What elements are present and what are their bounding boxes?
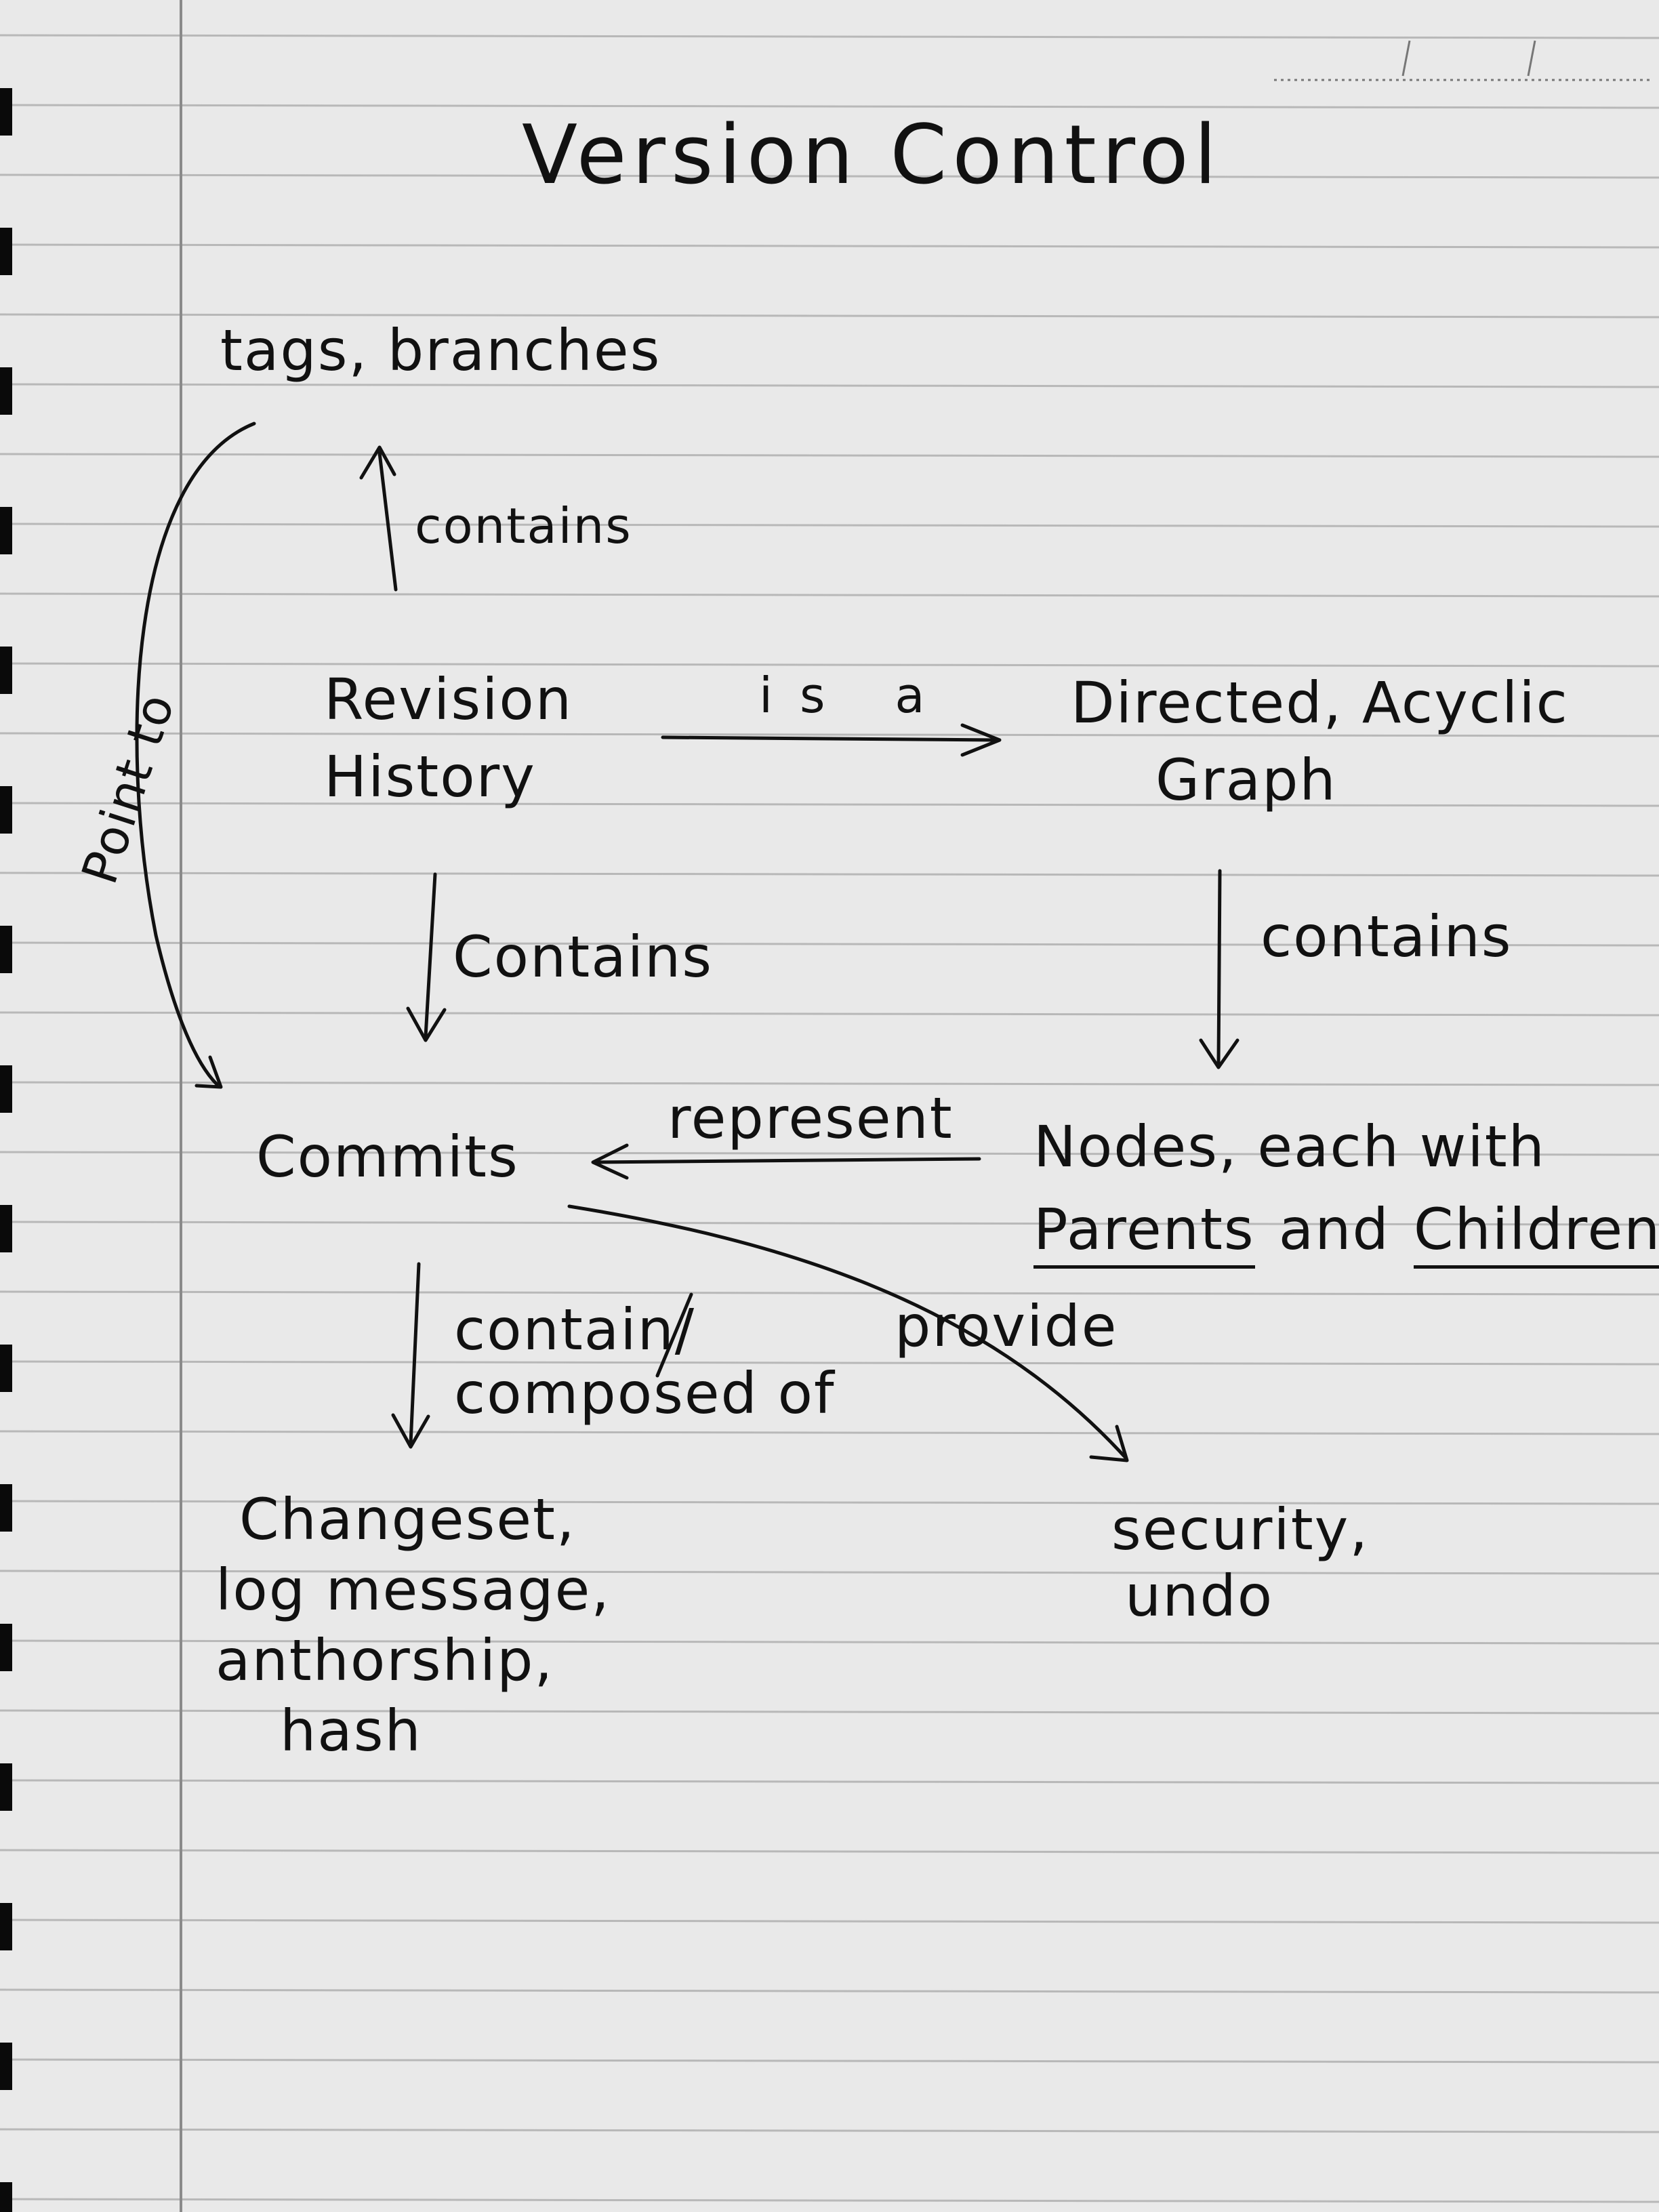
ruled-line (0, 1988, 1659, 1994)
ruled-line (0, 453, 1659, 458)
ruled-line (0, 592, 1659, 598)
ruled-line (0, 732, 1659, 737)
binding-hole (0, 1903, 12, 1950)
slash-mark (655, 1292, 693, 1378)
ruled-line (0, 662, 1659, 668)
node-nodes: Nodes, each with Parents and Children (1033, 1118, 1659, 1269)
edge-label-contains-commits: Contains (453, 924, 714, 990)
ruled-line (0, 523, 1659, 528)
arrow-point-to (135, 422, 256, 1086)
node-dag: Directed, Acyclic Graph (1071, 670, 1569, 813)
binding-hole (0, 507, 12, 554)
arrowhead-represent (591, 1143, 629, 1180)
arrow-represent (594, 1157, 981, 1164)
ruled-line (0, 2058, 1659, 2064)
binding-hole (0, 228, 12, 275)
arrowhead-contains-nodes (1199, 1038, 1240, 1069)
ruled-line (0, 802, 1659, 807)
nodes-and: and (1278, 1196, 1390, 1263)
node-security: security, undo (1111, 1496, 1370, 1629)
ruled-line (0, 1849, 1659, 1854)
ruled-lines (0, 34, 1659, 2203)
arrow-contains-tags (377, 451, 398, 592)
binding-hole (0, 1205, 12, 1252)
arrow-is-a (661, 735, 998, 742)
ruled-line (0, 941, 1659, 947)
binding-hole (0, 647, 12, 694)
ruled-line (0, 1570, 1659, 1575)
edge-label-represent: represent (668, 1085, 954, 1151)
arrow-contains-commits (424, 872, 437, 1039)
binding-hole (0, 2043, 12, 2090)
node-changeset: Changeset, log message, anthorship, hash (216, 1486, 611, 1764)
binding-hole (0, 1763, 12, 1811)
ruled-line (0, 1779, 1659, 1784)
binding-hole (0, 1624, 12, 1671)
ruled-line (0, 1221, 1659, 1226)
binding-hole (0, 1345, 12, 1392)
ruled-line (0, 1081, 1659, 1086)
arrowhead-point-to (194, 1055, 223, 1089)
arrowhead-provide (1089, 1425, 1129, 1462)
ruled-line (0, 1919, 1659, 1924)
arrow-contain-composed (409, 1262, 421, 1446)
ruled-line (0, 2128, 1659, 2133)
ruled-line (0, 104, 1659, 109)
ruled-line (0, 2198, 1659, 2203)
edge-label-provide: provide (895, 1293, 1118, 1359)
arrowhead-contains-tags (359, 445, 396, 480)
arrowhead-contains-commits (406, 1006, 447, 1042)
ruled-line (0, 383, 1659, 388)
ruled-line (0, 313, 1659, 319)
ruled-line (0, 1709, 1659, 1715)
binding-holes (0, 88, 12, 2212)
ruled-line (0, 34, 1659, 39)
edge-label-is-a: is a (759, 667, 952, 724)
node-tags-branches: tags, branches (220, 317, 661, 384)
ruled-line (0, 1011, 1659, 1017)
children-underlined: Children (1413, 1196, 1659, 1269)
binding-hole (0, 926, 12, 973)
ruled-line (0, 1639, 1659, 1645)
date-marks (1274, 40, 1654, 81)
binding-hole (0, 88, 12, 136)
edge-label-contains-tags: contains (415, 497, 632, 554)
ruled-line (0, 1151, 1659, 1156)
ruled-line (0, 243, 1659, 249)
binding-hole (0, 367, 12, 415)
parents-underlined: Parents (1033, 1196, 1255, 1269)
binding-hole (0, 1484, 12, 1532)
binding-hole (0, 2182, 12, 2212)
ruled-line (0, 1360, 1659, 1366)
node-commits: Commits (256, 1124, 519, 1190)
ruled-line (0, 1500, 1659, 1505)
edge-label-contains-nodes: contains (1261, 903, 1513, 970)
ruled-line (0, 872, 1659, 877)
binding-hole (0, 1065, 12, 1113)
ruled-line (0, 173, 1659, 179)
page-title: Version Control (522, 108, 1223, 203)
arrowhead-is-a (960, 723, 1002, 757)
edge-label-contain-composed: contain/ composed of (454, 1296, 836, 1427)
ruled-line (0, 1430, 1659, 1435)
node-revision-history: Revision History (324, 666, 573, 810)
arrowhead-contain-composed (391, 1413, 430, 1449)
arrow-provide (567, 1204, 1127, 1459)
binding-hole (0, 786, 12, 834)
ruled-line (0, 1290, 1659, 1296)
arrow-contains-nodes (1216, 869, 1222, 1066)
